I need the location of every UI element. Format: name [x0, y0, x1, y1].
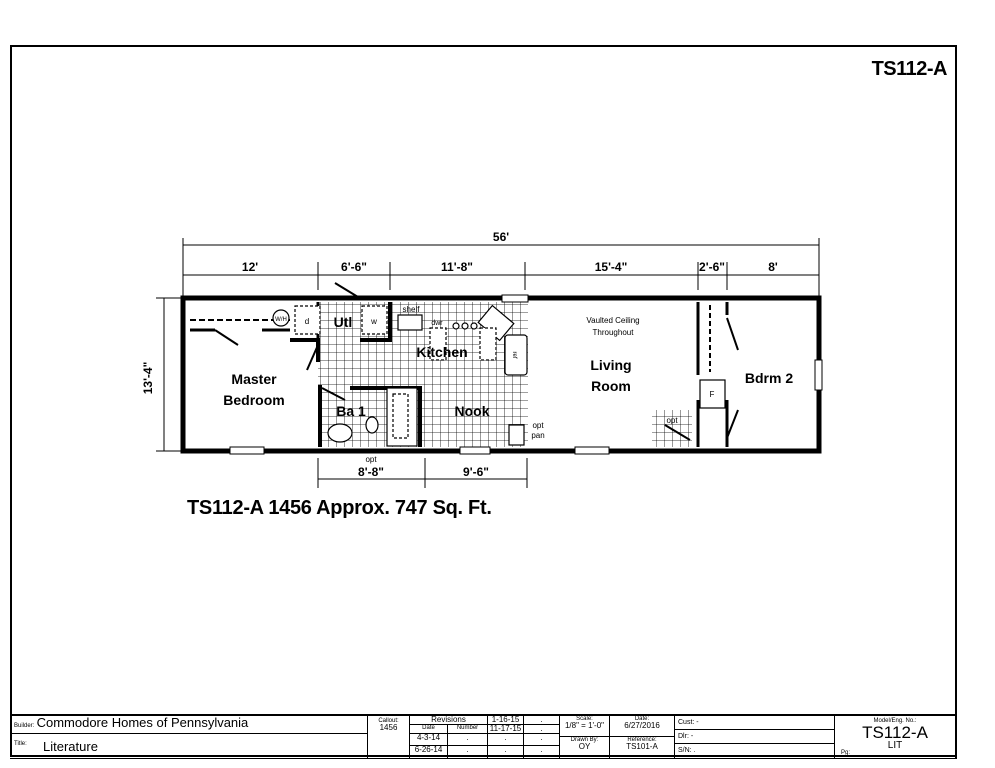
title_block-rev_dates2-3: .	[488, 746, 524, 759]
title_block-builder_label: Builder:	[14, 723, 35, 729]
plan-notes-wh: W/H	[275, 317, 287, 323]
room-kitchen: Kitchen	[416, 344, 467, 360]
cust: Cust: -	[675, 716, 835, 730]
fixtures	[272, 304, 726, 447]
title_block-number_label: Number	[448, 725, 488, 734]
room-bath: Ba 1	[336, 403, 366, 419]
drawing-frame	[10, 45, 957, 757]
title_block-pg_label: Pg:	[841, 750, 851, 756]
title_block-rev_numbers2-3: .	[524, 746, 560, 759]
dim-5: 2'-6"	[699, 260, 725, 274]
title_block-scale_label: Scale:	[576, 716, 593, 722]
room-bdrm2: Bdrm 2	[745, 370, 793, 386]
title_block-date_label: Date	[410, 725, 448, 734]
serial-number: S/N: .	[675, 744, 835, 759]
plan-notes-opt_living: opt	[666, 416, 678, 425]
drawing-title: Literature	[43, 739, 98, 754]
windows	[229, 294, 823, 455]
plan-notes-opt_pan-1: pan	[531, 431, 544, 440]
plan-notes-vaulted-1: Throughout	[593, 328, 635, 337]
plan-notes-opt_pan-0: opt	[532, 421, 544, 430]
title_block-rev_numbers-1: .	[448, 746, 488, 759]
room-living-1: Living	[590, 357, 631, 373]
title_block-rev_dates-0: 4-3-14	[410, 734, 448, 746]
dim-depth: 13'-4"	[141, 362, 155, 395]
model-number: TS112-A	[862, 723, 928, 742]
doors	[214, 282, 739, 441]
title_block-drawn_label: Drawn By:	[570, 737, 599, 743]
room-master-2: Bedroom	[223, 392, 284, 408]
title_block-title_label: Title:	[14, 741, 27, 747]
room-nook: Nook	[455, 403, 490, 419]
dim-4: 15'-4"	[595, 260, 628, 274]
plan-notes-dwr: dwr	[431, 320, 443, 327]
page: LIT	[887, 740, 903, 751]
title_block-revisions_label: Revisions	[410, 716, 488, 725]
title_block-reference_label: Reference:	[627, 737, 657, 743]
title_block-rev_numbers-0: .	[448, 734, 488, 746]
title_block-rev_dates2-0: 1-16-15	[488, 716, 524, 725]
title_block-callout_label: Callout:	[378, 718, 399, 724]
plan-notes-w: w	[370, 317, 377, 326]
scale: 1/8" = 1'-0"	[564, 721, 604, 730]
plan-notes-d: d	[305, 317, 309, 326]
dimension-lines	[156, 238, 820, 488]
callout: 1456	[379, 723, 398, 732]
title-block: Builder: Commodore Homes of Pennsylvania…	[10, 714, 957, 759]
room-labels: Master Bedroom Utl Kitchen Ba 1 Nook Liv…	[223, 314, 793, 419]
title_block-rev_dates-1: 6-26-14	[410, 746, 448, 759]
plan-notes-ref: ref	[511, 351, 517, 358]
dim-2: 6'-6"	[341, 260, 367, 274]
plan-notes: Vaulted Ceiling Throughout shelf dwr opt…	[275, 305, 714, 464]
room-util: Utl	[334, 314, 353, 330]
dim-bottom-1: 8'-8"	[358, 465, 384, 479]
builder-name: Commodore Homes of Pennsylvania	[36, 716, 249, 730]
date: 6/27/2016	[624, 721, 660, 730]
title_block-rev_numbers2-1: .	[524, 725, 560, 734]
dimension-labels: 56' 12' 6'-6" 11'-8" 15'-4" 2'-6" 8' 8'-…	[141, 230, 778, 479]
dim-6: 8'	[768, 260, 778, 274]
title_block-rev_numbers2-0: .	[524, 716, 560, 725]
dlr: Dlr: -	[675, 730, 835, 744]
drawn-by: OY	[578, 742, 591, 751]
plan-notes-shelf: shelf	[403, 305, 421, 314]
model-number-top: TS112-A	[871, 58, 948, 80]
title_block-model_label: Model/Eng. No.:	[873, 718, 917, 724]
dim-bottom-2: 9'-6"	[463, 465, 489, 479]
title_block-rev_numbers2-2: .	[524, 734, 560, 746]
reference: TS101-A	[626, 742, 658, 751]
dim-1: 12'	[242, 260, 258, 274]
plan-notes-opt_bath: opt	[365, 455, 377, 464]
dim-3: 11'-8"	[441, 260, 473, 274]
title_block-rev_dates2-1: 11-17-15	[488, 725, 524, 734]
plan-caption: TS112-A 1456 Approx. 747 Sq. Ft.	[187, 497, 492, 519]
dim-overall: 56'	[493, 230, 509, 244]
room-master-1: Master	[231, 371, 277, 387]
plan-notes-f: F	[710, 390, 715, 399]
title_block-rev_dates2-2: .	[488, 734, 524, 746]
title_block-date_label2: Date:	[634, 716, 650, 722]
room-living-2: Room	[591, 378, 631, 394]
plan-notes-vaulted-0: Vaulted Ceiling	[586, 316, 639, 325]
